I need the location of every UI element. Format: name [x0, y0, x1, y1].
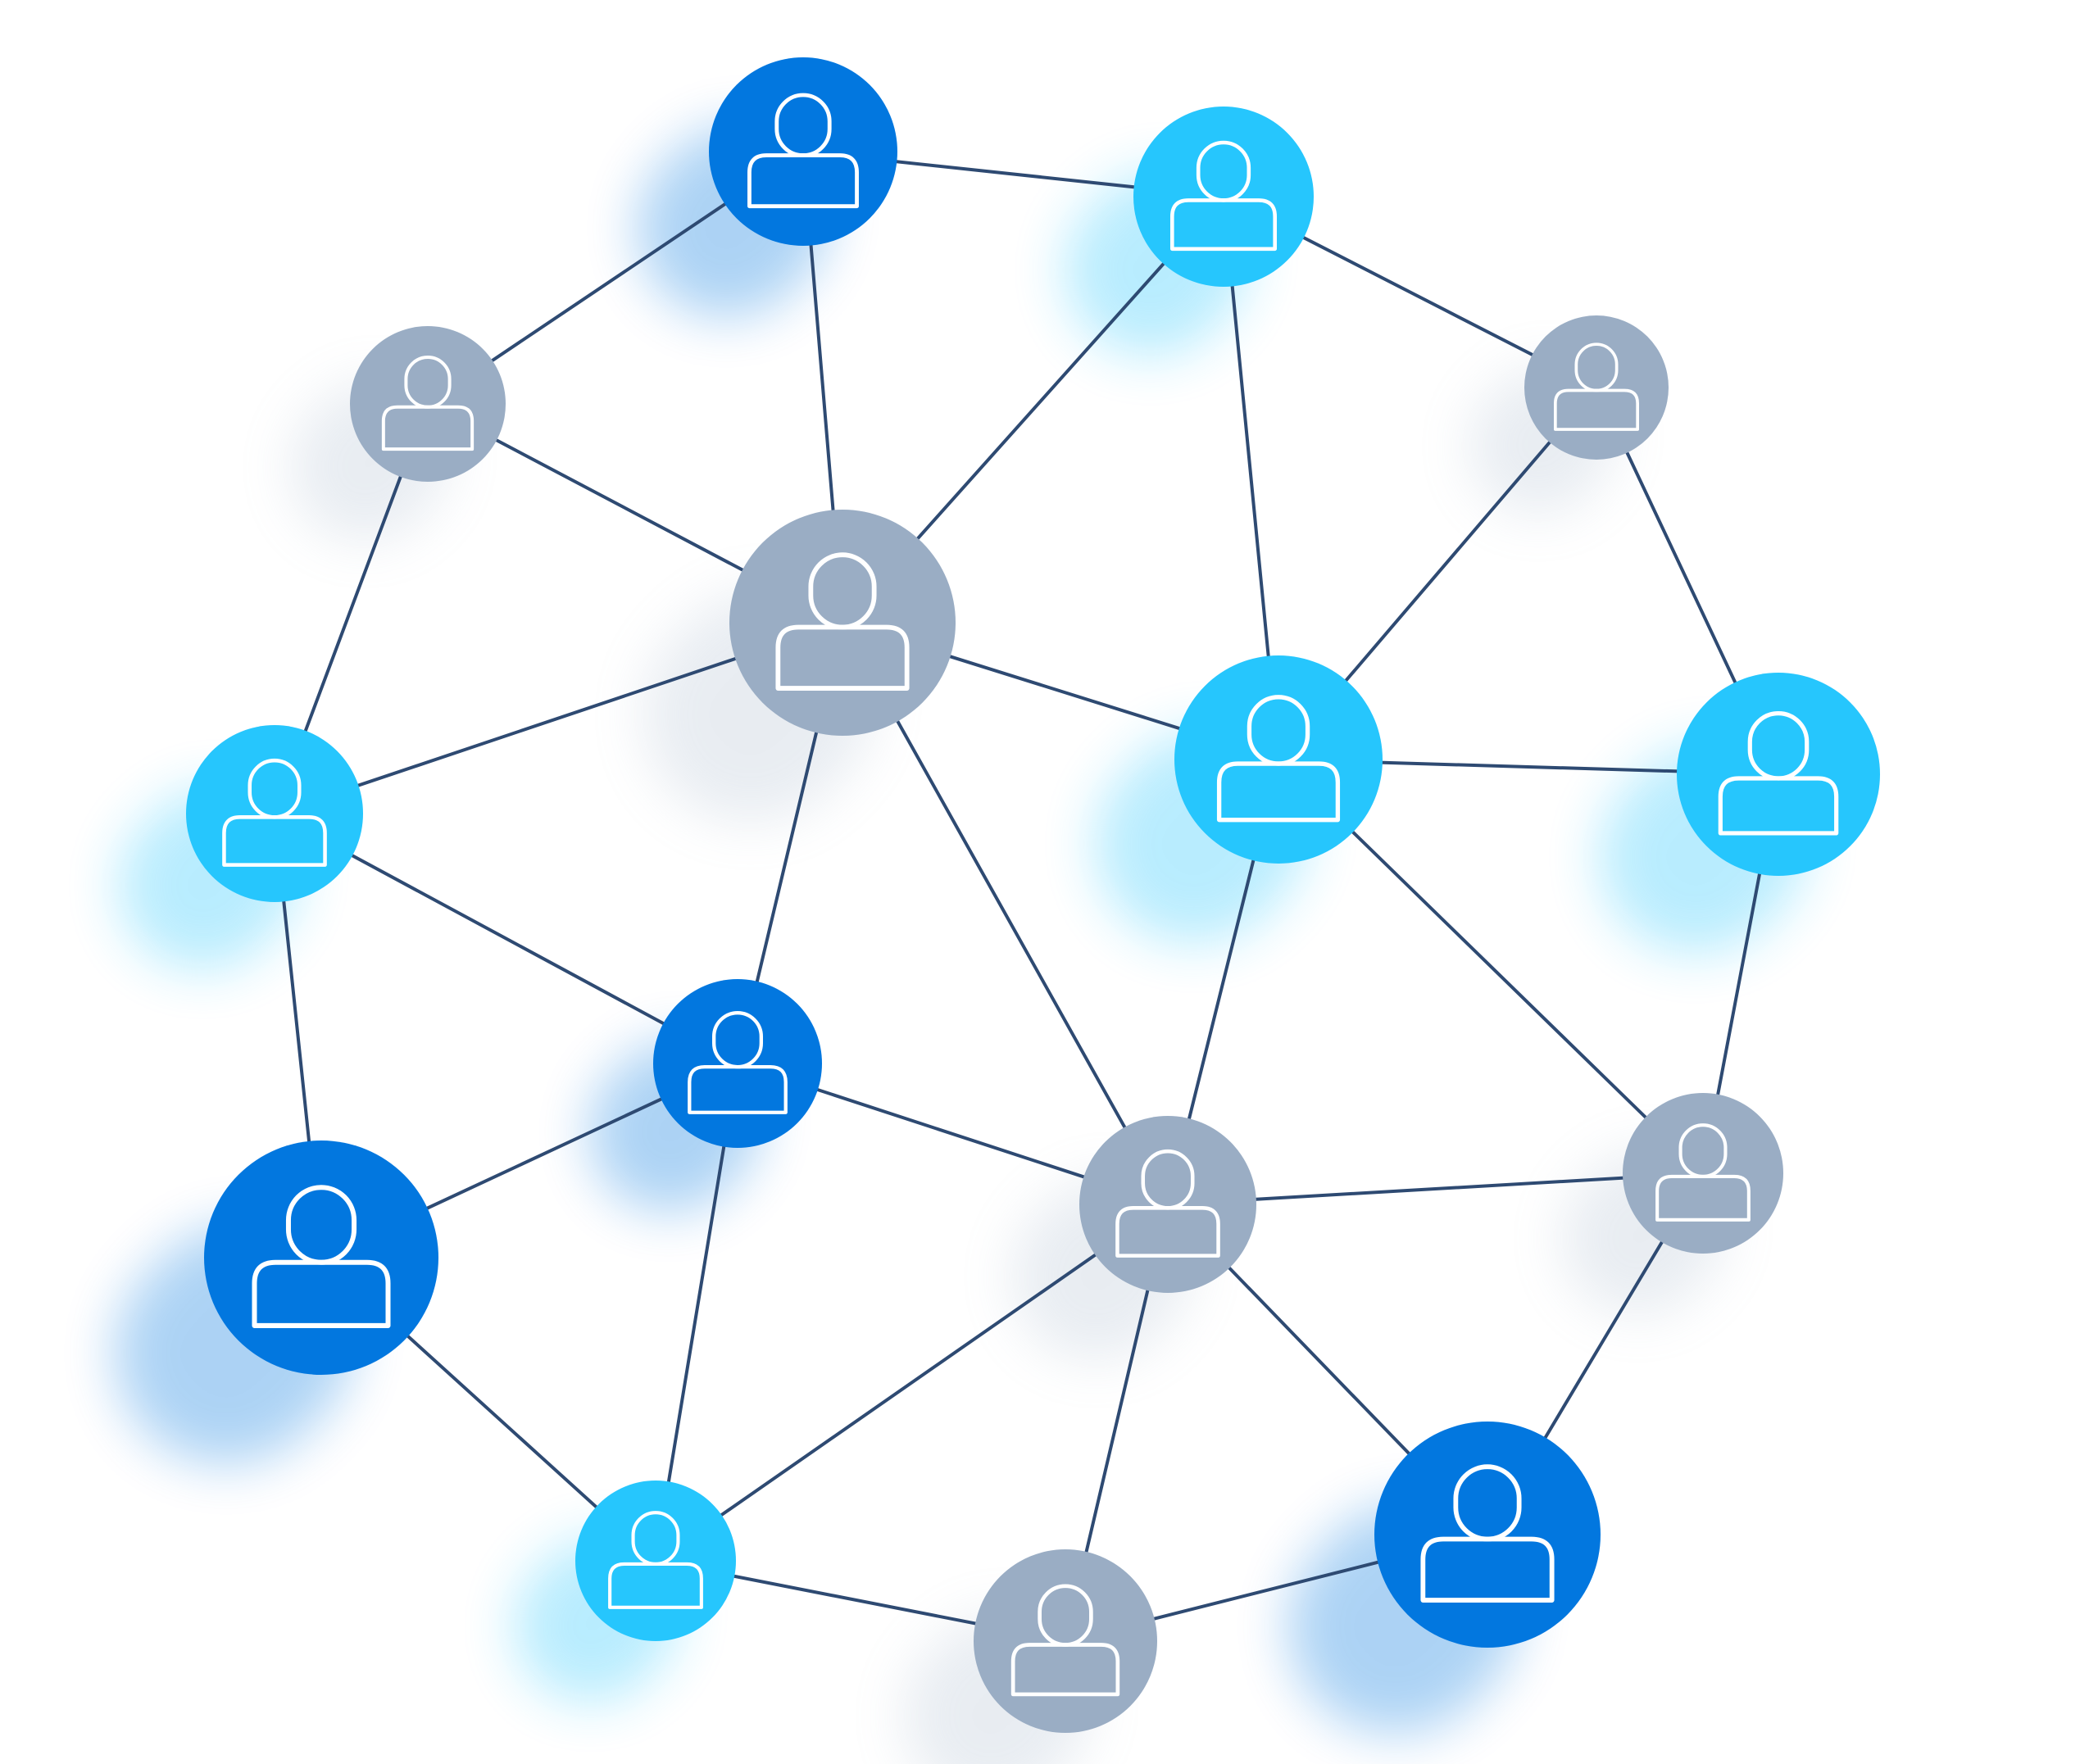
network-node: [350, 326, 506, 482]
network-node: [204, 1140, 438, 1375]
user-icon-body: [747, 153, 859, 209]
network-node: [729, 510, 956, 736]
network-edge: [1166, 1172, 1705, 1206]
node-circle: [204, 1140, 438, 1375]
network-node: [186, 725, 363, 902]
node-circle: [653, 979, 822, 1148]
user-icon: [1115, 1149, 1220, 1258]
user-icon: [1718, 710, 1839, 836]
network-edge: [654, 1203, 1169, 1562]
user-icon-body: [1216, 761, 1341, 823]
node-circle: [350, 326, 506, 482]
network-node: [1623, 1093, 1783, 1254]
node-circle: [1133, 107, 1314, 287]
user-icon-body: [1169, 198, 1278, 252]
node-circle: [729, 510, 956, 736]
user-icon: [775, 552, 910, 691]
user-icon-body: [1420, 1536, 1555, 1603]
network-node: [1133, 107, 1314, 287]
user-icon-body: [775, 624, 910, 691]
user-icon: [747, 93, 859, 209]
user-icon: [1655, 1123, 1751, 1222]
node-circle: [575, 1481, 736, 1641]
user-icon: [1216, 695, 1341, 823]
user-icon: [608, 1511, 703, 1609]
user-icon-body: [1010, 1643, 1120, 1697]
node-circle: [186, 725, 363, 902]
user-icon: [1169, 140, 1278, 252]
network-node: [1524, 315, 1669, 460]
user-icon-body: [688, 1064, 788, 1114]
user-icon: [1010, 1584, 1120, 1697]
network-node: [709, 57, 897, 246]
user-icon-body: [222, 815, 327, 867]
network-node: [974, 1549, 1157, 1733]
node-circle: [1677, 673, 1880, 876]
node-circle: [1524, 315, 1669, 460]
node-circle: [1623, 1093, 1783, 1254]
user-icon-body: [1718, 776, 1839, 836]
user-icon: [252, 1185, 391, 1328]
user-icon-body: [1115, 1206, 1220, 1258]
node-circle: [974, 1549, 1157, 1733]
user-icon-body: [608, 1562, 703, 1609]
node-circle: [709, 57, 897, 246]
node-circle: [1174, 655, 1383, 864]
user-icon-body: [381, 405, 475, 451]
user-icon-body: [1655, 1174, 1751, 1222]
node-circle: [1079, 1116, 1256, 1293]
network-node: [653, 979, 822, 1148]
network-nodes: [186, 57, 1880, 1733]
user-icon-body: [252, 1259, 391, 1328]
user-icon: [688, 1011, 788, 1114]
user-icon: [381, 356, 475, 451]
node-circle: [1374, 1422, 1601, 1648]
user-icon: [222, 758, 327, 867]
user-icon: [1553, 342, 1640, 431]
user-icon-body: [1553, 388, 1640, 431]
network-node: [1677, 673, 1880, 876]
network-node: [1374, 1422, 1601, 1648]
user-icon: [1420, 1464, 1555, 1603]
network-node: [1079, 1116, 1256, 1293]
network-node: [575, 1481, 736, 1641]
network-node: [1174, 655, 1383, 864]
